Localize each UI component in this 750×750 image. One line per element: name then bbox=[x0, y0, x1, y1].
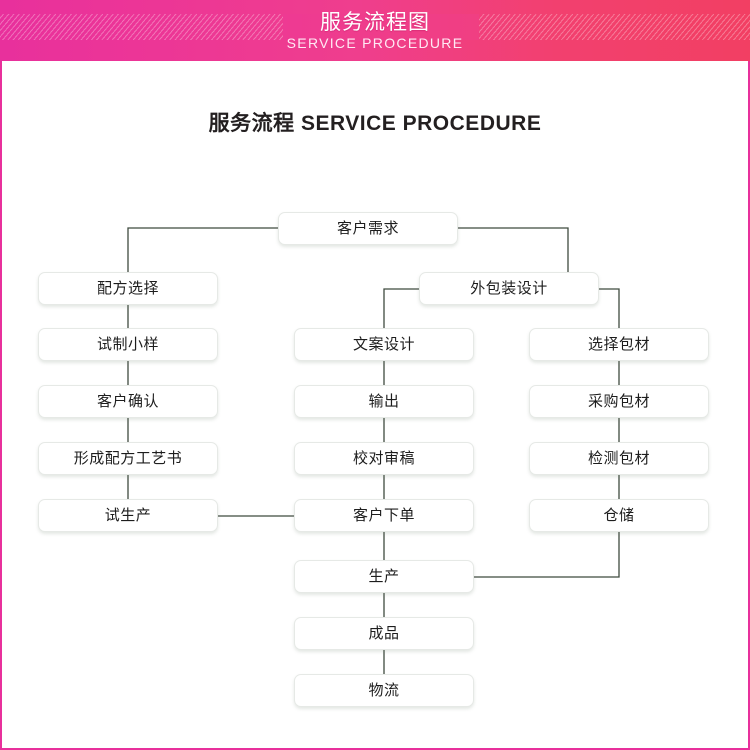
flow-node-finished-product[interactable]: 成品 bbox=[294, 617, 474, 650]
flow-node-customer-order[interactable]: 客户下单 bbox=[294, 499, 474, 532]
flow-node-label: 试生产 bbox=[104, 506, 152, 524]
flow-node-label: 外包装设计 bbox=[470, 279, 548, 297]
flow-node-label: 形成配方工艺书 bbox=[73, 449, 183, 467]
connector-customer-requirement-to-package-design bbox=[458, 227, 569, 272]
flow-node-label: 试制小样 bbox=[96, 335, 159, 353]
connector-warehouse-to-production bbox=[474, 532, 620, 578]
page-header-banner: 服务流程图 SERVICE PROCEDURE bbox=[0, 0, 750, 61]
flow-node-formula-document[interactable]: 形成配方工艺书 bbox=[38, 442, 218, 475]
flow-node-label: 生产 bbox=[368, 567, 400, 585]
connector-package-design-to-select-packaging bbox=[599, 288, 620, 328]
flow-node-production[interactable]: 生产 bbox=[294, 560, 474, 593]
flow-node-label: 检测包材 bbox=[587, 449, 650, 467]
flow-node-label: 物流 bbox=[368, 681, 400, 699]
flow-node-label: 输出 bbox=[368, 392, 400, 410]
flow-node-purchase-packaging[interactable]: 采购包材 bbox=[529, 385, 709, 418]
flow-node-output[interactable]: 输出 bbox=[294, 385, 474, 418]
flowchart-title: 服务流程 SERVICE PROCEDURE bbox=[208, 112, 542, 135]
flow-node-customer-confirm[interactable]: 客户确认 bbox=[38, 385, 218, 418]
flow-node-label: 客户确认 bbox=[96, 392, 159, 410]
flow-node-trial-sample[interactable]: 试制小样 bbox=[38, 328, 218, 361]
flow-node-inspect-packaging[interactable]: 检测包材 bbox=[529, 442, 709, 475]
flow-node-select-packaging[interactable]: 选择包材 bbox=[529, 328, 709, 361]
flow-node-label: 文案设计 bbox=[352, 335, 415, 353]
flow-node-customer-requirement[interactable]: 客户需求 bbox=[278, 212, 458, 245]
flow-node-package-design[interactable]: 外包装设计 bbox=[419, 272, 599, 305]
banner-stripe-gap bbox=[283, 14, 479, 40]
flow-node-label: 选择包材 bbox=[587, 335, 650, 353]
flow-node-logistics[interactable]: 物流 bbox=[294, 674, 474, 707]
flow-node-label: 校对审稿 bbox=[352, 449, 415, 467]
flow-node-warehouse[interactable]: 仓储 bbox=[529, 499, 709, 532]
flow-node-label: 仓储 bbox=[603, 506, 635, 524]
flow-node-label: 配方选择 bbox=[96, 279, 159, 297]
content-frame: 服务流程 SERVICE PROCEDURE 客户需求配方选择试制小样客户确认形… bbox=[0, 61, 750, 750]
connector-package-design-to-copy-design bbox=[383, 288, 419, 328]
banner-title-en: SERVICE PROCEDURE bbox=[286, 34, 464, 51]
flow-node-label: 成品 bbox=[368, 624, 400, 642]
banner-title-group: 服务流程图 SERVICE PROCEDURE bbox=[0, 0, 750, 61]
flow-node-label: 采购包材 bbox=[587, 392, 650, 410]
flow-node-trial-production[interactable]: 试生产 bbox=[38, 499, 218, 532]
flow-node-formula-selection[interactable]: 配方选择 bbox=[38, 272, 218, 305]
flow-node-label: 客户需求 bbox=[336, 219, 399, 237]
flow-node-copy-design[interactable]: 文案设计 bbox=[294, 328, 474, 361]
flow-node-label: 客户下单 bbox=[352, 506, 415, 524]
banner-title-cn: 服务流程图 bbox=[320, 10, 430, 34]
flowchart-canvas: 客户需求配方选择试制小样客户确认形成配方工艺书试生产 外包装设计文案设计输出校对审… bbox=[2, 61, 748, 748]
flowchart-connectors bbox=[127, 227, 620, 674]
flow-node-proofreading[interactable]: 校对审稿 bbox=[294, 442, 474, 475]
connector-customer-requirement-to-formula-selection bbox=[127, 227, 278, 272]
